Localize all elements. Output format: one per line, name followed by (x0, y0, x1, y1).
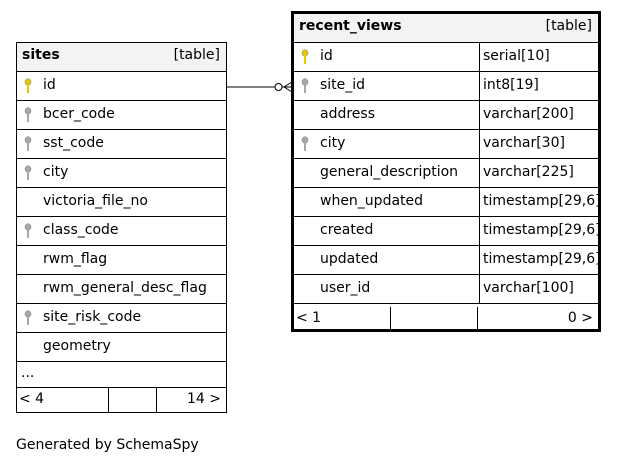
index-key-icon (300, 136, 314, 152)
column-name: when_updated (320, 193, 424, 209)
table-kind: [table] (173, 47, 220, 63)
more-columns-indicator: ... (21, 365, 35, 381)
column-row[interactable]: site_id int8[19] (294, 72, 598, 101)
column-type: varchar[225] (479, 159, 598, 187)
column-name: victoria_file_no (43, 193, 148, 209)
table-header: sites [table] (17, 43, 226, 72)
column-row[interactable]: sst_code (17, 130, 226, 159)
column-name: bcer_code (43, 106, 115, 122)
children-count[interactable]: 14 > (187, 391, 221, 407)
primary-key-icon (23, 78, 37, 94)
column-name: geometry (43, 338, 111, 354)
column-name: site_id (320, 77, 366, 93)
column-name: id (43, 77, 56, 93)
column-row[interactable]: site_risk_code (17, 304, 226, 333)
column-row[interactable]: city varchar[30] (294, 130, 598, 159)
column-row[interactable]: when_updated timestamp[29,6] (294, 188, 601, 217)
column-name: class_code (43, 222, 119, 238)
column-name: rwm_flag (43, 251, 108, 267)
column-type: timestamp[29,6] (479, 217, 601, 245)
column-name: created (320, 222, 374, 238)
column-type: timestamp[29,6] (479, 246, 601, 274)
index-key-icon (23, 165, 37, 181)
column-type: serial[10] (479, 43, 598, 71)
column-row[interactable]: rwm_flag (17, 246, 226, 275)
crowfoot-upper (283, 81, 293, 88)
column-name: updated (320, 251, 379, 267)
column-row[interactable]: rwm_general_desc_flag (17, 275, 226, 304)
index-key-icon (23, 223, 37, 239)
column-name: sst_code (43, 135, 104, 151)
column-row[interactable]: city (17, 159, 226, 188)
parents-count[interactable]: < 1 (294, 307, 391, 329)
column-name: user_id (320, 280, 371, 296)
column-name: id (320, 48, 333, 64)
column-row[interactable]: geometry (17, 333, 226, 362)
index-key-icon (23, 136, 37, 152)
table-footer: < 4 14 > (17, 387, 226, 412)
generated-by-label: Generated by SchemaSpy (16, 437, 199, 453)
table-header: recent_views [table] (294, 14, 598, 43)
column-type: varchar[30] (479, 130, 598, 158)
column-row[interactable]: bcer_code (17, 101, 226, 130)
column-name: rwm_general_desc_flag (43, 280, 207, 296)
column-name: city (43, 164, 69, 180)
zero-cardinality-circle (274, 83, 283, 91)
column-row[interactable]: user_id varchar[100] (294, 275, 598, 304)
table-footer: < 1 0 > (294, 307, 598, 329)
column-name: general_description (320, 164, 459, 180)
column-type: timestamp[29,6] (479, 188, 601, 216)
footer-spacer (391, 307, 478, 329)
column-type: varchar[100] (479, 275, 598, 303)
children-count[interactable]: 0 > (567, 310, 593, 326)
column-name: address (320, 106, 376, 122)
column-type: int8[19] (479, 72, 598, 100)
index-key-icon (23, 310, 37, 326)
column-type: varchar[200] (479, 101, 598, 129)
footer-spacer (109, 388, 157, 412)
column-row[interactable]: id serial[10] (294, 43, 598, 72)
column-row[interactable]: victoria_file_no (17, 188, 226, 217)
index-key-icon (300, 78, 314, 94)
column-row[interactable]: general_description varchar[225] (294, 159, 598, 188)
table-name[interactable]: sites (22, 47, 60, 63)
column-row[interactable]: updated timestamp[29,6] (294, 246, 601, 275)
table-name[interactable]: recent_views (299, 18, 402, 34)
column-row[interactable]: address varchar[200] (294, 101, 598, 130)
column-row[interactable]: id (17, 72, 226, 101)
index-key-icon (23, 107, 37, 123)
column-row[interactable]: class_code (17, 217, 226, 246)
primary-key-icon (300, 49, 314, 65)
column-name: site_risk_code (43, 309, 142, 325)
column-name: city (320, 135, 346, 151)
crowfoot-lower (283, 86, 293, 93)
parents-count[interactable]: < 4 (17, 388, 109, 412)
table-kind: [table] (545, 18, 592, 34)
column-row[interactable]: created timestamp[29,6] (294, 217, 601, 246)
